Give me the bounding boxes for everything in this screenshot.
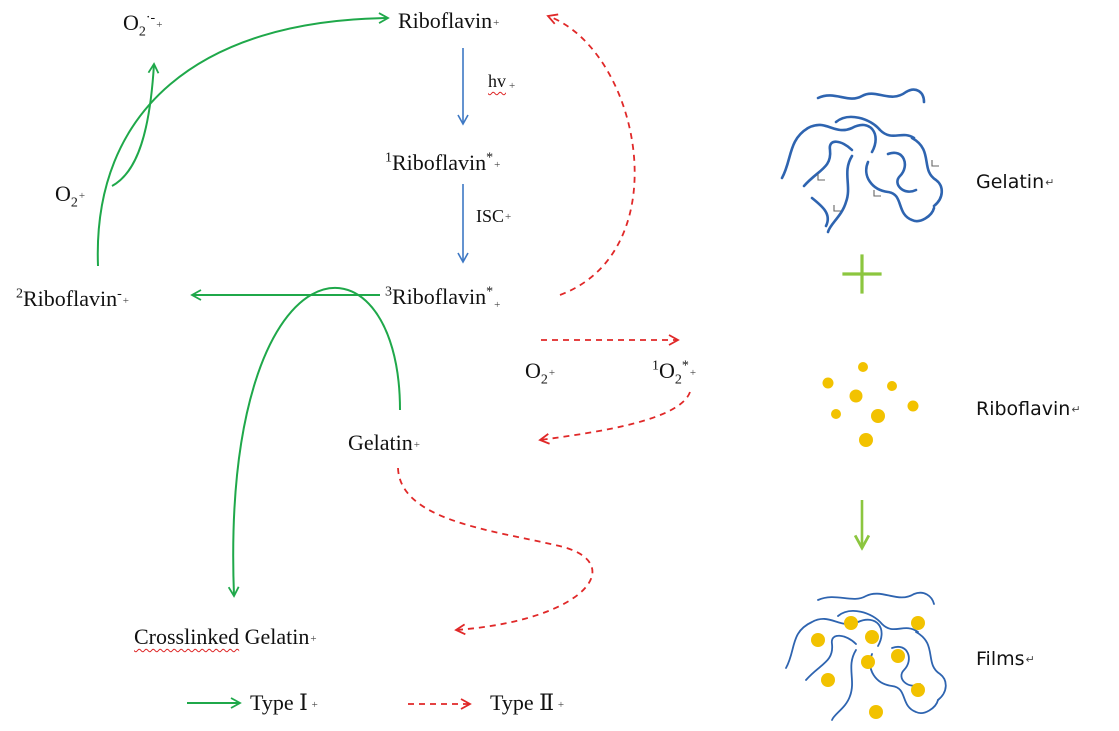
radical-sup: 2 xyxy=(16,286,23,302)
legend-type2-label: Type Ⅱ + xyxy=(490,690,565,715)
singlet-oxygen-base: O xyxy=(659,358,675,383)
triplet-to-riboflavin-arrow xyxy=(546,13,636,296)
gelatin-illustration-label: Gelatin↵ xyxy=(976,171,1055,193)
superoxide-base: O xyxy=(123,10,139,35)
gelatin-illustration-text: Gelatin xyxy=(976,171,1045,193)
superoxide-sup: ·- xyxy=(145,10,156,26)
triplet-star: * xyxy=(486,284,494,300)
legend-type1-text: Type Ⅰ xyxy=(250,690,308,715)
crosslinked-gelatin-word: Gelatin xyxy=(239,624,310,649)
singlet-sup: 1 xyxy=(385,150,392,166)
gelatin-chains-icon xyxy=(780,88,944,234)
radical-to-riboflavin-arrow xyxy=(96,12,390,267)
gelatin-chain-marks xyxy=(817,160,939,212)
singlet-oxygen-label: 1O2*+ xyxy=(652,358,697,388)
singlet-oxygen-to-gelatin-arrow xyxy=(538,391,691,445)
singlet-star: * xyxy=(486,150,494,166)
radical-charge: - xyxy=(117,286,122,302)
films-chains-icon xyxy=(785,591,947,721)
gelatin-type1-loop xyxy=(227,287,401,598)
singlet-oxygen-pre: 1 xyxy=(652,358,659,374)
riboflavin-illustration-text: Riboflavin xyxy=(976,398,1071,420)
riboflavin-text: Riboflavin xyxy=(398,8,493,33)
hv-label: hv xyxy=(488,72,506,90)
films-illustration-text: Films xyxy=(976,648,1025,670)
oxygen-right-sub: 2 xyxy=(540,372,548,388)
legend-type1-label: Type Ⅰ + xyxy=(250,690,318,715)
crosslinked-word: Crosslinked xyxy=(134,624,240,649)
singlet-name: Riboflavin xyxy=(392,150,487,175)
hv-text: hv xyxy=(488,71,506,91)
films-illustration-label: Films↵ xyxy=(976,648,1035,670)
gelatin-label: Gelatin+ xyxy=(348,430,420,455)
superoxide-sub: 2 xyxy=(138,24,146,40)
oxygen-right-base: O xyxy=(525,358,541,383)
radical-name: Riboflavin xyxy=(23,286,118,311)
radical-riboflavin-label: 2Riboflavin-+ xyxy=(16,286,129,311)
riboflavin-label: Riboflavin+ xyxy=(398,8,500,33)
gelatin-to-crosslinked-arrow xyxy=(397,467,594,636)
plus-sign xyxy=(842,254,882,294)
superoxide-label: O2·-+ xyxy=(123,10,163,40)
triplet-sup: 3 xyxy=(385,284,392,300)
crosslinked-gelatin-label: Crosslinked Gelatin+ xyxy=(134,624,317,649)
isc-label: ISC+ xyxy=(476,206,512,226)
films-dots xyxy=(811,616,925,719)
oxygen-to-superoxide-arrow xyxy=(111,62,160,187)
legend-type2-text: Type Ⅱ xyxy=(490,690,555,715)
oxygen-left-sub: 2 xyxy=(70,195,78,211)
hv-mark: + xyxy=(509,80,516,92)
triplet-riboflavin-label: 3Riboflavin*+ xyxy=(385,284,501,311)
singlet-oxygen-star: * xyxy=(681,358,689,374)
riboflavin-illustration-label: Riboflavin↵ xyxy=(976,398,1081,420)
isc-text: ISC xyxy=(476,206,505,226)
gelatin-text: Gelatin xyxy=(348,430,413,455)
oxygen-left-base: O xyxy=(55,181,71,206)
oxygen-left-label: O2+ xyxy=(55,181,86,211)
triplet-name: Riboflavin xyxy=(392,284,487,309)
oxygen-right-label: O2+ xyxy=(525,358,556,388)
singlet-oxygen-sub: 2 xyxy=(674,372,682,388)
singlet-riboflavin-label: 1Riboflavin*+ xyxy=(385,150,501,175)
riboflavin-dots-icon xyxy=(822,362,919,447)
